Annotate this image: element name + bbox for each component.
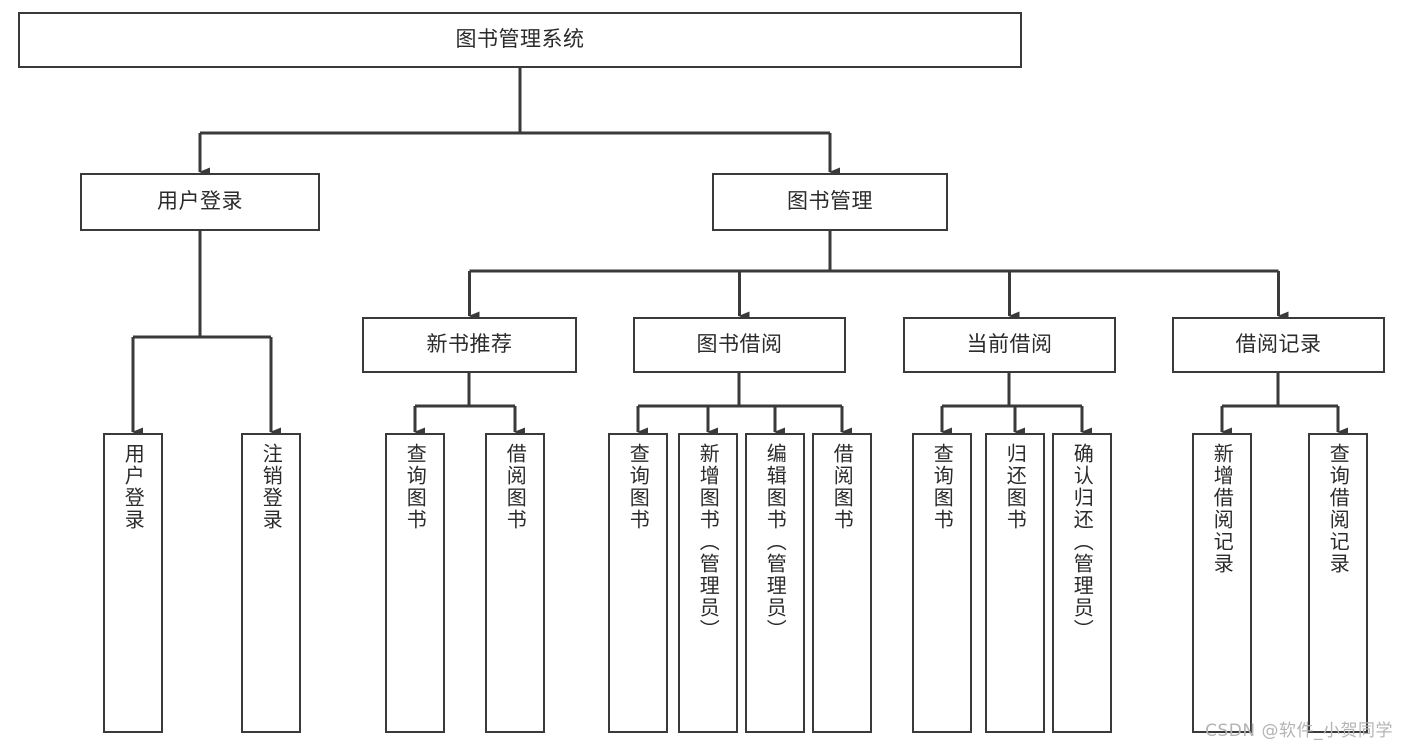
node-current-borrow[interactable]: 当前借阅: [903, 317, 1116, 373]
node-book-manage-label: 图书管理: [787, 189, 873, 214]
leaf-record-query-label: 查询借阅记录: [1326, 443, 1351, 575]
node-root-label: 图书管理系统: [455, 27, 585, 52]
node-new-book-recommend-label: 新书推荐: [426, 332, 513, 357]
node-user-login-label: 用户登录: [157, 189, 243, 214]
leaf-newbook-borrow-book[interactable]: 借阅图书: [485, 433, 545, 733]
connector-lines: [131, 68, 1348, 437]
leaf-user-logout[interactable]: 注销登录: [241, 433, 301, 733]
node-borrow-record[interactable]: 借阅记录: [1172, 317, 1385, 373]
node-new-book-recommend[interactable]: 新书推荐: [362, 317, 577, 373]
node-user-login[interactable]: 用户登录: [80, 173, 320, 231]
leaf-current-confirm-return[interactable]: 确认归还（管理员）: [1052, 433, 1112, 733]
leaf-record-add-label: 新增借阅记录: [1210, 443, 1235, 575]
leaf-current-query-book-label: 查询图书: [930, 443, 955, 531]
node-current-borrow-label: 当前借阅: [966, 332, 1053, 357]
csdn-watermark: CSDN @软件_小贺同学: [1205, 721, 1393, 741]
leaf-current-return-book[interactable]: 归还图书: [985, 433, 1045, 733]
leaf-newbook-query-book-label: 查询图书: [403, 443, 428, 531]
leaf-newbook-borrow-book-label: 借阅图书: [503, 443, 528, 531]
leaf-borrow-borrow-book-label: 借阅图书: [830, 443, 855, 531]
leaf-borrow-edit-book[interactable]: 编辑图书（管理员）: [745, 433, 805, 733]
leaf-borrow-query-book-label: 查询图书: [626, 443, 651, 531]
leaf-borrow-add-book[interactable]: 新增图书（管理员）: [678, 433, 738, 733]
leaf-user-login[interactable]: 用户登录: [103, 433, 163, 733]
leaf-borrow-borrow-book[interactable]: 借阅图书: [812, 433, 872, 733]
node-book-manage[interactable]: 图书管理: [712, 173, 948, 231]
node-book-borrow[interactable]: 图书借阅: [633, 317, 846, 373]
leaf-record-query[interactable]: 查询借阅记录: [1308, 433, 1368, 733]
leaf-user-logout-label: 注销登录: [259, 443, 284, 531]
leaf-newbook-query-book[interactable]: 查询图书: [385, 433, 445, 733]
leaf-current-confirm-return-label: 确认归还（管理员）: [1070, 443, 1095, 641]
leaf-current-return-book-label: 归还图书: [1003, 443, 1028, 531]
leaf-borrow-query-book[interactable]: 查询图书: [608, 433, 668, 733]
node-root[interactable]: 图书管理系统: [18, 12, 1022, 68]
leaf-user-login-label: 用户登录: [121, 443, 146, 531]
leaf-borrow-add-book-label: 新增图书（管理员）: [696, 443, 721, 641]
leaf-current-query-book[interactable]: 查询图书: [912, 433, 972, 733]
leaf-record-add[interactable]: 新增借阅记录: [1192, 433, 1252, 733]
node-borrow-record-label: 借阅记录: [1235, 332, 1322, 357]
leaf-borrow-edit-book-label: 编辑图书（管理员）: [763, 443, 788, 641]
node-book-borrow-label: 图书借阅: [696, 332, 783, 357]
